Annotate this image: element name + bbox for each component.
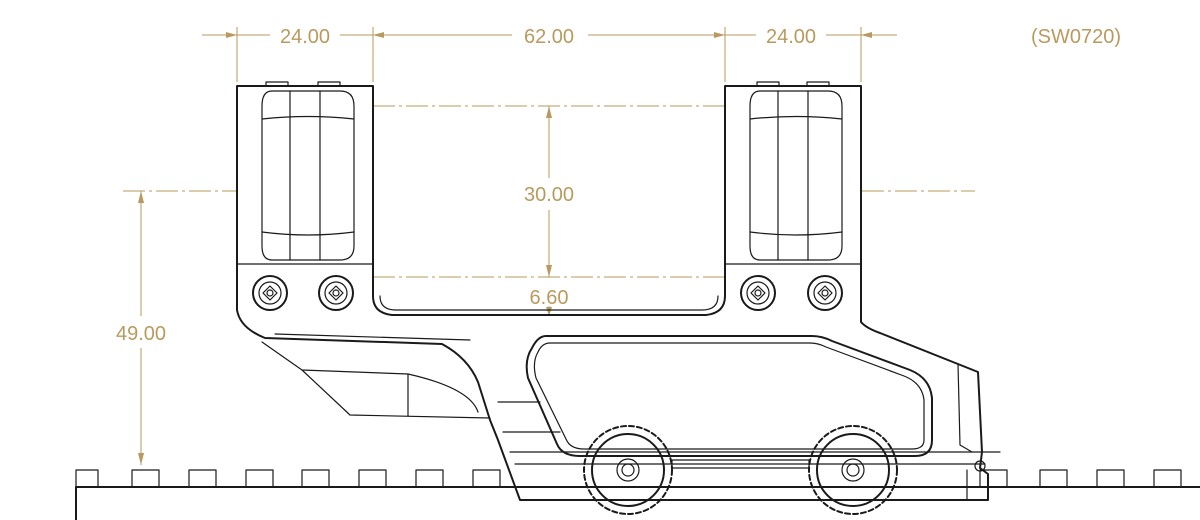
rail-tooth [472,469,501,488]
dim-ring-width-right: 24.00 [766,26,816,48]
part-number: (SW0720) [1031,26,1121,48]
dim-ring-spacing: 62.00 [524,26,574,48]
ring-cap-screws [252,275,843,311]
dimension-labels: 24.00 62.00 24.00 (SW0720) 30.00 6.60 49… [116,26,1121,345]
rail-tooth [358,469,387,488]
rail-tooth [1039,469,1068,488]
rail-tooth [415,469,444,488]
screw-3 [740,275,776,311]
rail-tooth [75,469,99,488]
rail-tooth [979,469,1008,488]
dimension-lines [123,27,975,465]
knob-left [583,425,673,515]
dim-base-offset: 6.60 [530,287,569,309]
rail-tooth [131,469,160,488]
rail-tooth [188,469,217,488]
thumb-knobs [583,425,898,515]
picatinny-rail [75,469,1200,520]
dim-ring-diameter: 30.00 [524,184,574,206]
screw-1 [252,275,288,311]
screw-4 [807,275,843,311]
screw-2 [318,275,354,311]
rail-tooth [1153,469,1182,488]
rail-tooth [301,469,330,488]
rail-tooth [245,469,274,488]
dim-ring-width-left: 24.00 [280,26,330,48]
dim-center-height: 49.00 [116,323,166,345]
rail-tooth [1096,469,1125,488]
knob-right [808,425,898,515]
mount-body [236,81,1001,501]
